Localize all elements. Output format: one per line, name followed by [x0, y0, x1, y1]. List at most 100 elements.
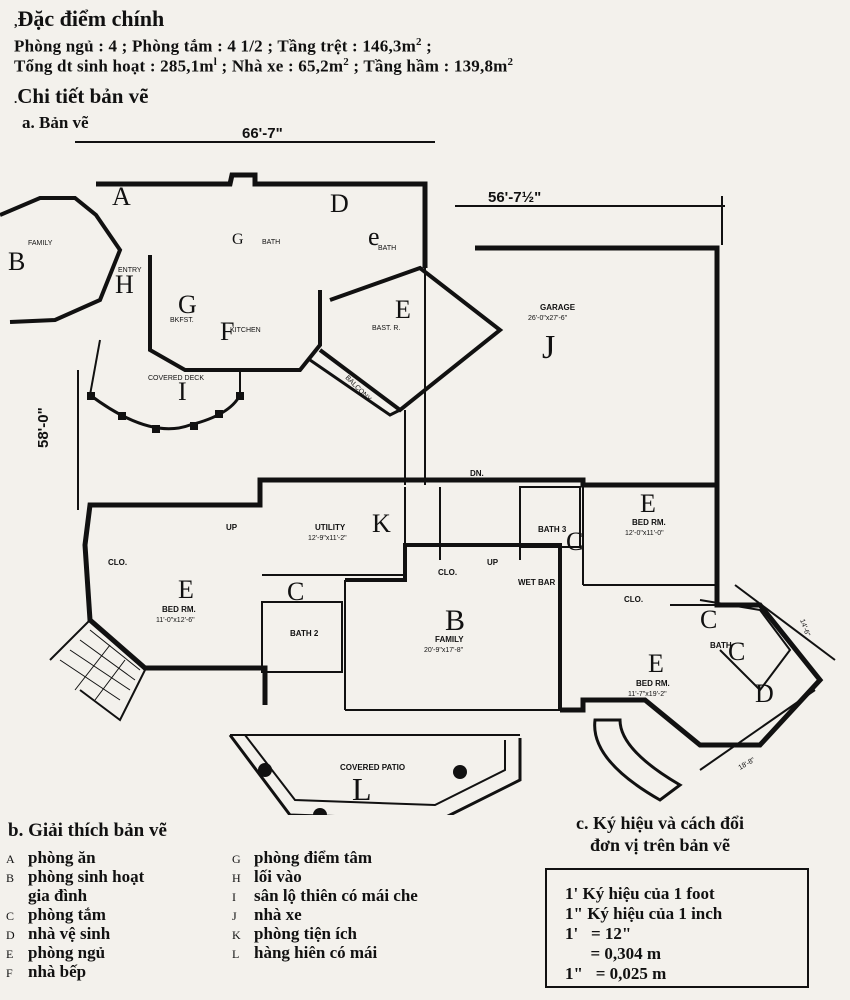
- label-breakfast: BKFST.: [170, 317, 194, 324]
- spec-line-1: Phòng ngủ : 4 ; Phòng tắm : 4 1/2 ; Tầng…: [14, 36, 432, 57]
- legend-key: C: [6, 909, 15, 923]
- balcony-rail: [309, 358, 401, 417]
- side-dim-2: [699, 689, 816, 771]
- legend-text: lối vào: [254, 867, 302, 886]
- room-C-right: C: [700, 605, 717, 634]
- subsection-a: a. Bản vẽ: [22, 113, 89, 132]
- legend-key: B: [6, 871, 15, 885]
- legend-key: F: [6, 966, 13, 980]
- label-bath-right: BATH: [710, 641, 732, 650]
- bath3-outline: [519, 486, 581, 548]
- label-utility-size: 12'-9"x11'-2": [308, 535, 347, 542]
- spec-sup: 2: [343, 56, 349, 68]
- dim-left: 58'-0": [35, 407, 52, 448]
- hatch-line: [74, 644, 111, 691]
- legend-item: gia đình: [6, 886, 87, 906]
- room-L: L: [352, 771, 372, 807]
- upper-wing-wall: [96, 172, 428, 268]
- heading-mark: ,: [14, 15, 18, 30]
- label-covered-patio: COVERED PATIO: [340, 763, 405, 772]
- deck-post: [152, 425, 160, 433]
- bath2-outline: [261, 601, 343, 673]
- legend-key: G: [232, 852, 241, 866]
- spec-basement: ; Tầng hầm : 139,8m: [348, 56, 508, 76]
- deck-post: [190, 422, 198, 430]
- symbols-title: c. Ký hiệu và cách đổi đơn vị trên bản v…: [520, 812, 800, 856]
- spec-sup: 2: [415, 36, 422, 48]
- label-up-left: UP: [226, 523, 238, 532]
- spec-sup: 2: [507, 56, 514, 68]
- legend-text: phòng ngủ: [28, 943, 106, 962]
- floor-plan: 66'-7" 56'-7½" 58'-0" 14'-6" 18'-8" A B …: [0, 125, 836, 815]
- side-dim-1: [734, 584, 836, 661]
- label-garage-size: 26'-0"x27'-6": [528, 315, 568, 322]
- label-bast: BAST. R.: [372, 325, 400, 332]
- legend-key: K: [232, 928, 241, 942]
- legend-title: b. Giải thích bản vẽ: [8, 820, 167, 841]
- legend-text: phòng tiện ích: [254, 924, 357, 943]
- family-octagon: [0, 196, 123, 324]
- room-A: A: [112, 182, 131, 211]
- legend-text: phòng ăn: [28, 848, 96, 867]
- section-title-mark: .: [14, 91, 18, 106]
- heading-text: Đặc điểm chính: [17, 6, 165, 31]
- lower-wing-wall: [257, 477, 824, 748]
- label-dn: DN.: [470, 469, 484, 478]
- room-C-bath2: C: [287, 577, 304, 606]
- room-B-family: B: [445, 604, 465, 637]
- legend-text: gia đình: [28, 886, 88, 905]
- room-K: K: [372, 509, 391, 538]
- room-C-bath3: C: [566, 527, 583, 556]
- label-family-top: FAMILY: [28, 240, 53, 247]
- breakfast-diamond: [318, 265, 504, 413]
- legend-text: phòng tắm: [28, 905, 106, 924]
- spec-garage: ; Nhà xe : 65,2m: [217, 56, 344, 76]
- legend-text: nhà xe: [254, 905, 302, 924]
- room-B-top: B: [8, 247, 25, 276]
- label-bed-left-size: 11'-0"x12'-6": [156, 617, 195, 624]
- room-E-top: E: [640, 489, 656, 518]
- legend-text: nhà vệ sinh: [28, 924, 111, 943]
- garage-wall: [475, 245, 720, 488]
- label-clo-mid: CLO.: [438, 568, 457, 577]
- dim-right: 56'-7½": [488, 189, 541, 206]
- patio-post: [313, 808, 327, 815]
- label-bed-right-size: 11'-7"x19'-2": [628, 691, 667, 698]
- label-garage: GARAGE: [540, 303, 576, 312]
- label-clo-left: CLO.: [108, 558, 127, 567]
- room-C-right-2: C: [728, 637, 745, 666]
- legend-text: phòng điểm tâm: [254, 848, 373, 867]
- deck-rail-left: [89, 339, 101, 396]
- legend-text: phòng sinh hoạt: [28, 867, 145, 886]
- label-entry: ENTRY: [118, 267, 142, 274]
- label-bed-top: BED RM.: [632, 518, 666, 527]
- symbol-row: = 0,304 m: [565, 944, 662, 963]
- legend-text: nhà bếp: [28, 962, 87, 981]
- symbols-title-line-2: đơn vị trên bản vẽ: [590, 835, 730, 855]
- section-title: .Chi tiết bản vẽ: [14, 84, 149, 109]
- dim-top: 66'-7": [242, 125, 283, 142]
- legend-key: H: [232, 871, 241, 885]
- legend-key: L: [232, 947, 240, 961]
- section-title-text: Chi tiết bản vẽ: [17, 84, 149, 108]
- dim-side-2: 18'-8": [738, 756, 757, 771]
- symbol-row: 1" Ký hiệu của 1 inch: [565, 904, 723, 923]
- label-kitchen: KITCHEN: [230, 327, 261, 334]
- label-bath-top-2: BATH: [378, 245, 396, 252]
- legend-key: J: [232, 909, 237, 923]
- deck-post: [215, 410, 223, 418]
- room-F: F: [220, 317, 234, 346]
- legend-text: hàng hiên có mái: [254, 943, 378, 962]
- deck-post: [118, 412, 126, 420]
